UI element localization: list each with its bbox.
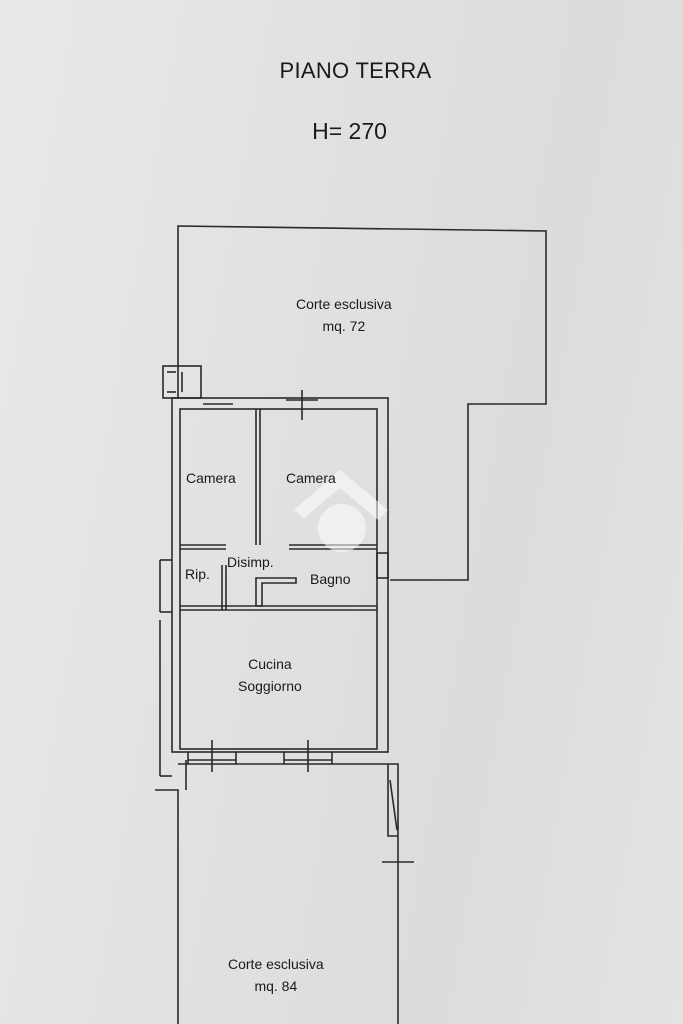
room-label-ripostiglio: Rip. (185, 566, 210, 582)
upper-courtyard-name: Corte esclusiva (296, 296, 392, 312)
watermark-logo (294, 470, 388, 552)
lower-courtyard-name: Corte esclusiva (228, 956, 324, 972)
room-label-camera-2: Camera (286, 470, 336, 486)
house-inner-wall (179, 408, 378, 750)
room-label-camera-1: Camera (186, 470, 236, 486)
utility-box (162, 365, 202, 399)
upper-courtyard-outline (177, 225, 547, 581)
soggiorno-line: Soggiorno (238, 677, 302, 694)
floor-title: PIANO TERRA (279, 58, 432, 83)
room-label-disimpegno: Disimp. (227, 554, 274, 570)
lower-courtyard-area: mq. 84 (254, 977, 298, 994)
lower-courtyard-outline (155, 789, 179, 1024)
ceiling-height-label: H= 270 (312, 118, 387, 144)
room-label-cucina-soggiorno: Cucina Soggiorno (238, 654, 302, 697)
upper-courtyard-label: Corte esclusiva mq. 72 (296, 294, 392, 337)
room-label-bagno: Bagno (310, 571, 351, 587)
lower-courtyard-label: Corte esclusiva mq. 84 (228, 954, 324, 997)
upper-courtyard-area: mq. 72 (322, 317, 366, 334)
cucina-line: Cucina (248, 656, 292, 672)
